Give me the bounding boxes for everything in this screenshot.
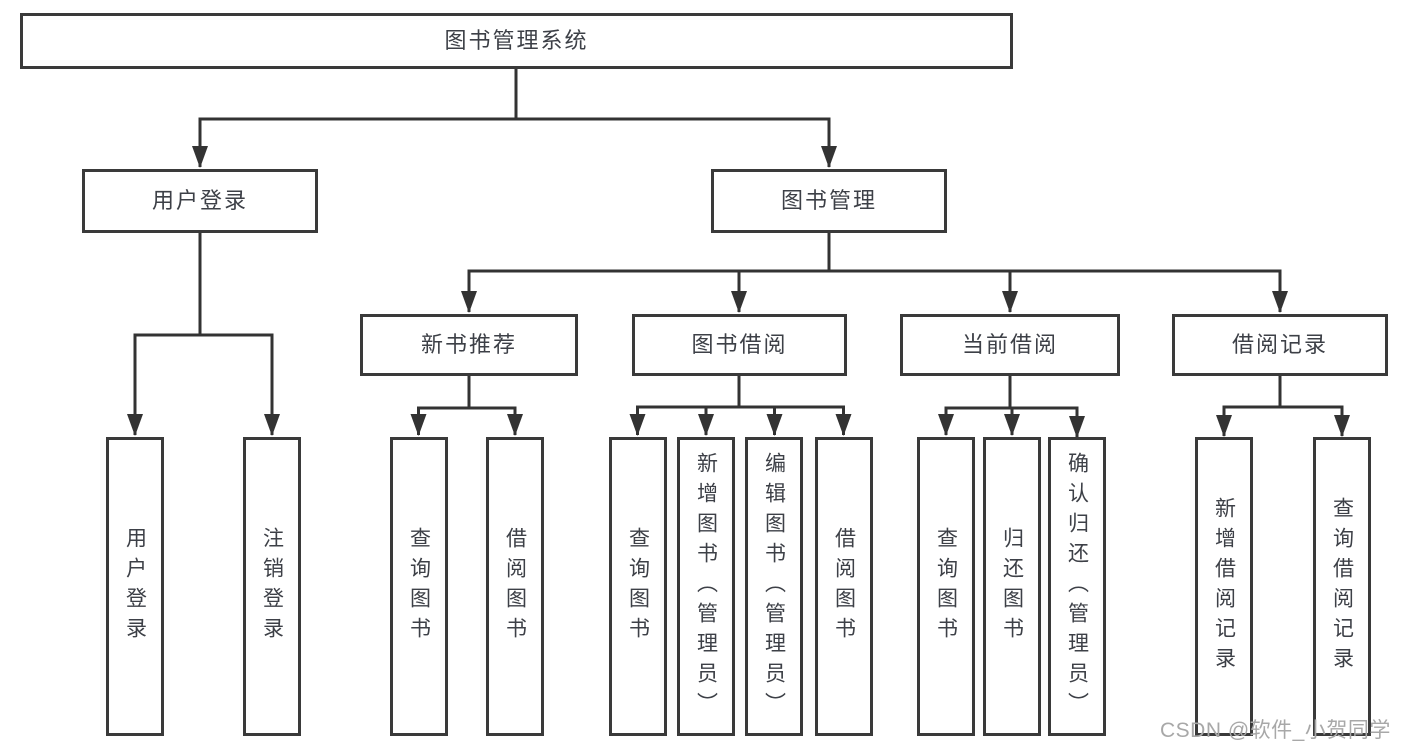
leaf-label: 查询图书 [407,526,431,647]
leaf-query-books-current: 查询图书 [917,437,975,736]
leaf-label: 编辑图书（管理员） [762,451,786,722]
leaf-add-books-admin: 新增图书（管理员） [677,437,735,736]
connector-group [127,69,1350,438]
leaf-query-books-borrowing: 查询图书 [609,437,667,736]
leaf-label: 确认归还（管理员） [1065,451,1089,722]
node-label: 图书管理 [780,188,877,213]
leaf-label: 注销登录 [260,526,284,647]
node-borrowing-records: 借阅记录 [1172,314,1388,376]
node-label: 新书推荐 [420,332,517,357]
leaf-label: 归还图书 [1000,526,1024,647]
node-label: 用户登录 [151,188,248,213]
leaf-add-borrow-record: 新增借阅记录 [1195,437,1253,736]
node-label: 图书管理系统 [444,28,589,53]
node-current-borrowing: 当前借阅 [900,314,1120,376]
leaf-label: 借阅图书 [503,526,527,647]
leaf-user-login: 用户登录 [106,437,164,736]
leaf-edit-books-admin: 编辑图书（管理员） [745,437,803,736]
leaf-label: 查询借阅记录 [1330,496,1354,677]
leaf-label: 用户登录 [123,526,147,647]
leaf-query-borrow-record: 查询借阅记录 [1313,437,1371,736]
leaf-return-books: 归还图书 [983,437,1041,736]
node-label: 图书借阅 [691,332,788,357]
node-book-management: 图书管理 [711,169,947,233]
leaf-label: 新增图书（管理员） [694,451,718,722]
leaf-label: 借阅图书 [832,526,856,647]
leaf-label: 新增借阅记录 [1212,496,1236,677]
leaf-logout: 注销登录 [243,437,301,736]
node-book-borrowing: 图书借阅 [632,314,847,376]
node-label: 当前借阅 [961,332,1058,357]
node-user-login: 用户登录 [82,169,318,233]
node-library-management-system: 图书管理系统 [20,13,1013,69]
leaf-confirm-return-admin: 确认归还（管理员） [1048,437,1106,736]
node-label: 借阅记录 [1231,332,1328,357]
leaf-label: 查询图书 [626,526,650,647]
csdn-watermark: CSDN @软件_小贺同学 [1160,719,1391,742]
leaf-borrow-books-recommend: 借阅图书 [486,437,544,736]
node-new-book-recommend: 新书推荐 [360,314,578,376]
leaf-query-books-recommend: 查询图书 [390,437,448,736]
leaf-borrow-books: 借阅图书 [815,437,873,736]
leaf-label: 查询图书 [934,526,958,647]
